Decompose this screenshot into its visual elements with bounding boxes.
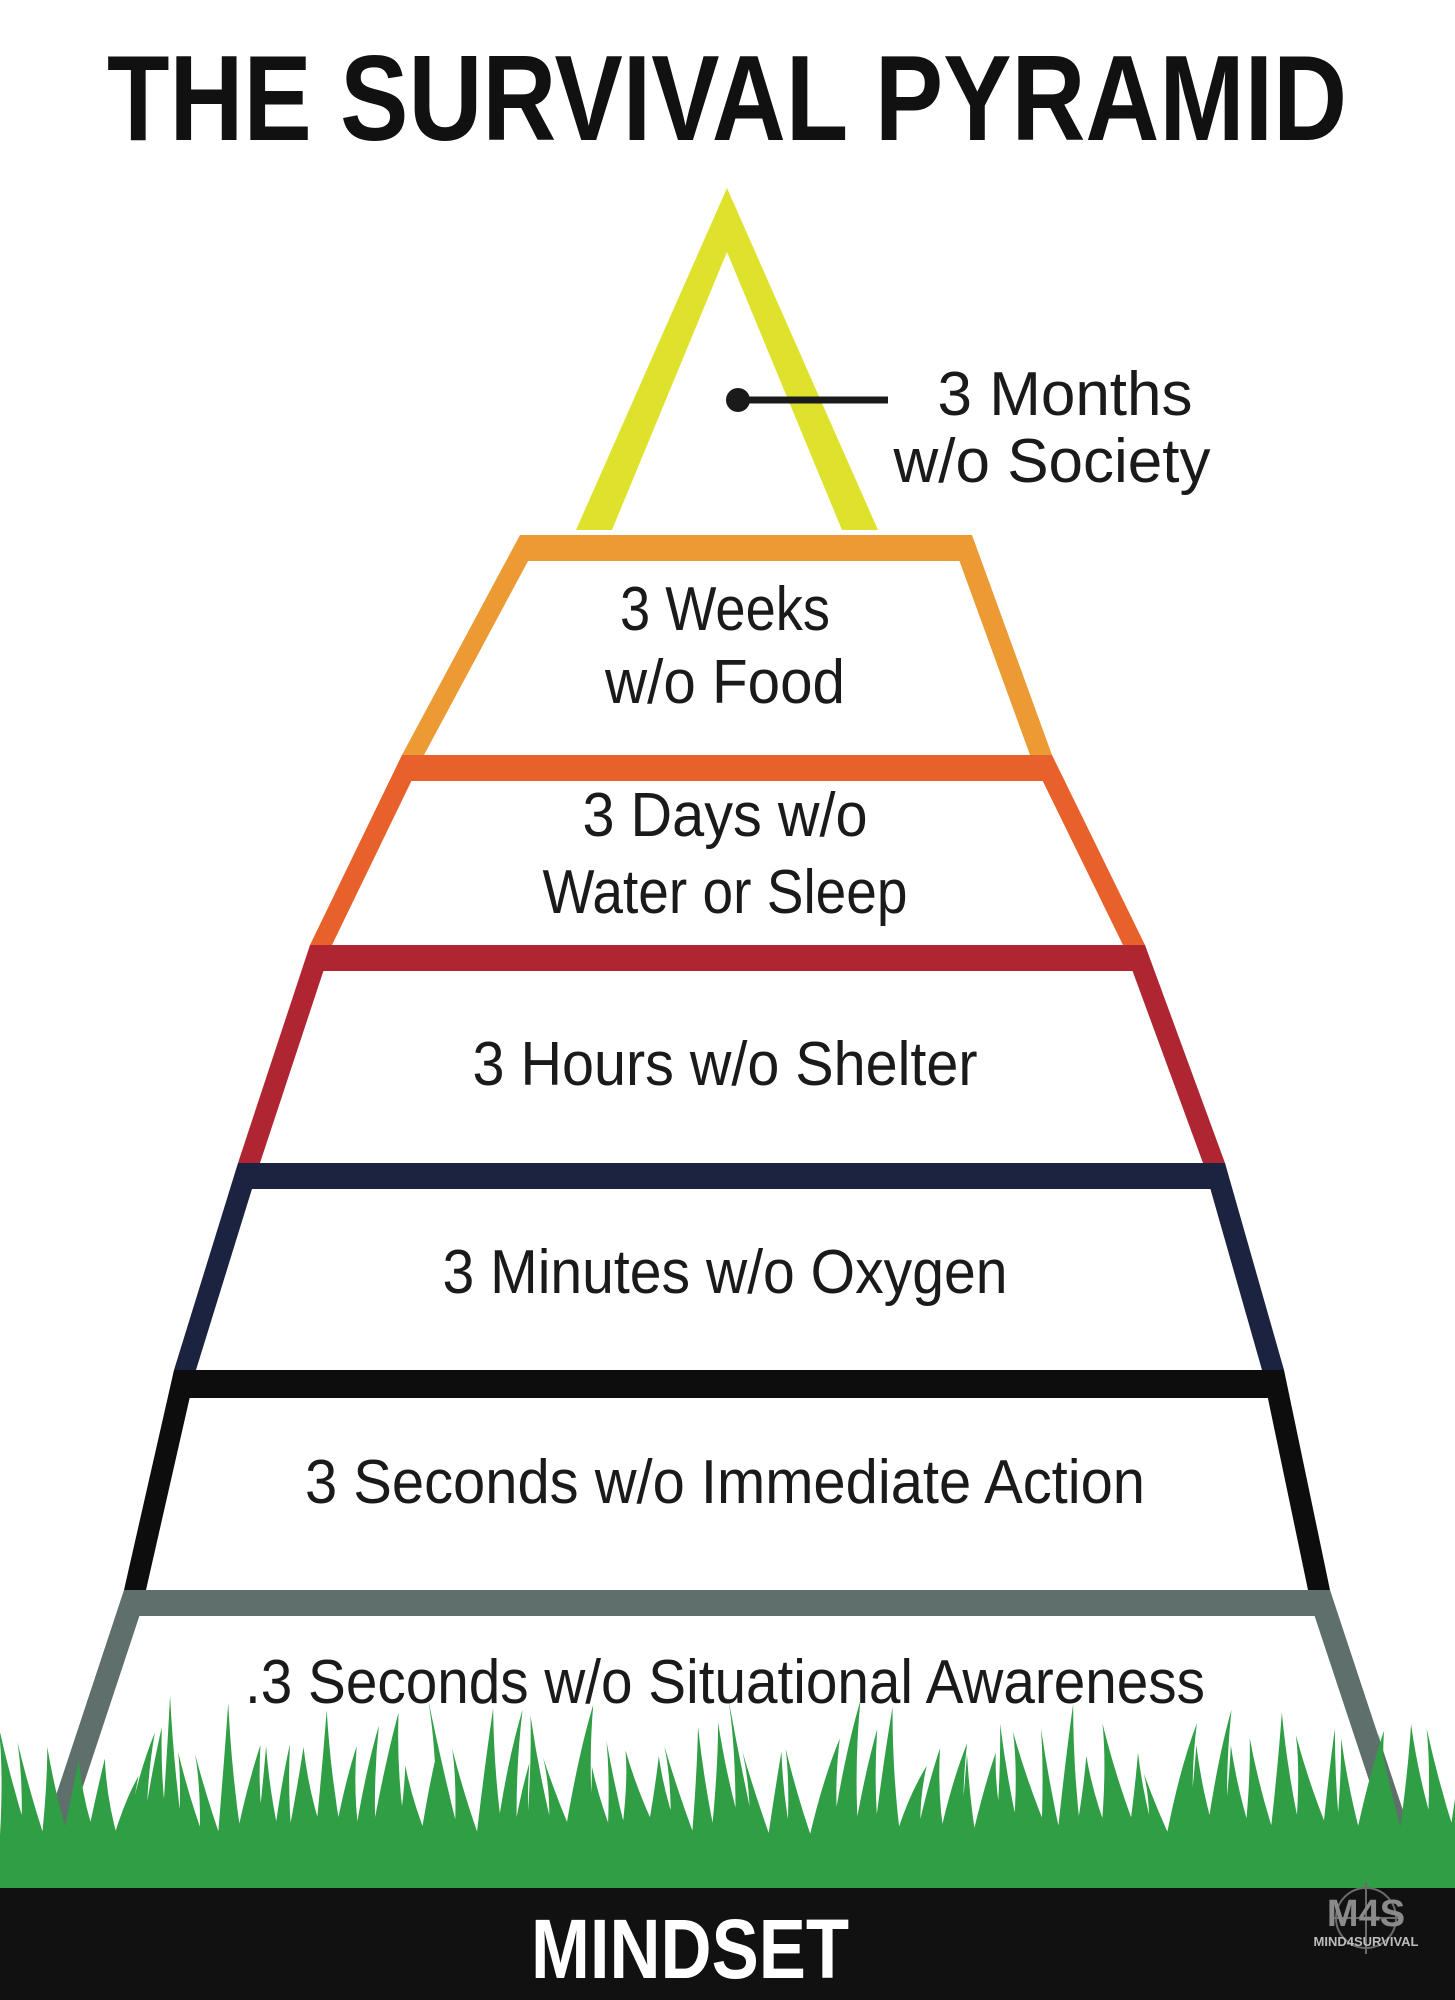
tier-label: 3 Seconds w/o Immediate Action bbox=[305, 1448, 1145, 1517]
tier-label: 3 Hours w/o Shelter bbox=[473, 1030, 978, 1099]
pyramid-tier-2: 3 Seconds w/o Immediate Action bbox=[124, 1370, 1330, 1590]
pyramid-apex: 3 Months w/o Society bbox=[576, 188, 1211, 530]
tier-fill bbox=[146, 1398, 1308, 1590]
footer-bar bbox=[0, 1888, 1455, 2000]
tier-label: w/o Food bbox=[604, 648, 845, 717]
pyramid-tier-3: 3 Minutes w/o Oxygen bbox=[174, 1163, 1284, 1370]
tier-fill bbox=[196, 1189, 1262, 1370]
tier-label: 3 Days w/o bbox=[583, 781, 868, 850]
footer-label: MINDSET bbox=[531, 1902, 849, 1996]
logo-mark: M4S bbox=[1327, 1893, 1405, 1935]
pyramid-tier-4: 3 Hours w/o Shelter bbox=[238, 945, 1225, 1163]
page-title: THE SURVIVAL PYRAMID bbox=[107, 30, 1347, 166]
apex-label-line-1: 3 Months bbox=[937, 360, 1192, 429]
pyramid-tiers: .3 Seconds w/o Situational Awareness 3 Se… bbox=[28, 535, 1426, 1880]
compass-logo-icon: M4S MIND4SURVIVAL bbox=[1314, 1882, 1419, 1954]
tier-label: 3 Minutes w/o Oxygen bbox=[443, 1238, 1008, 1307]
logo-caption: MIND4SURVIVAL bbox=[1314, 1934, 1419, 1949]
tier-fill bbox=[260, 971, 1203, 1163]
tier-label: .3 Seconds w/o Situational Awareness bbox=[245, 1648, 1205, 1717]
tier-label: Water or Sleep bbox=[543, 858, 908, 927]
apex-label-line-2: w/o Society bbox=[892, 427, 1210, 496]
tier-fill bbox=[424, 561, 1030, 755]
tier-fill bbox=[332, 781, 1123, 945]
apex-triangle-inner bbox=[612, 252, 842, 530]
grass-icon bbox=[0, 1695, 1455, 1888]
tier-label: 3 Weeks bbox=[620, 575, 830, 644]
